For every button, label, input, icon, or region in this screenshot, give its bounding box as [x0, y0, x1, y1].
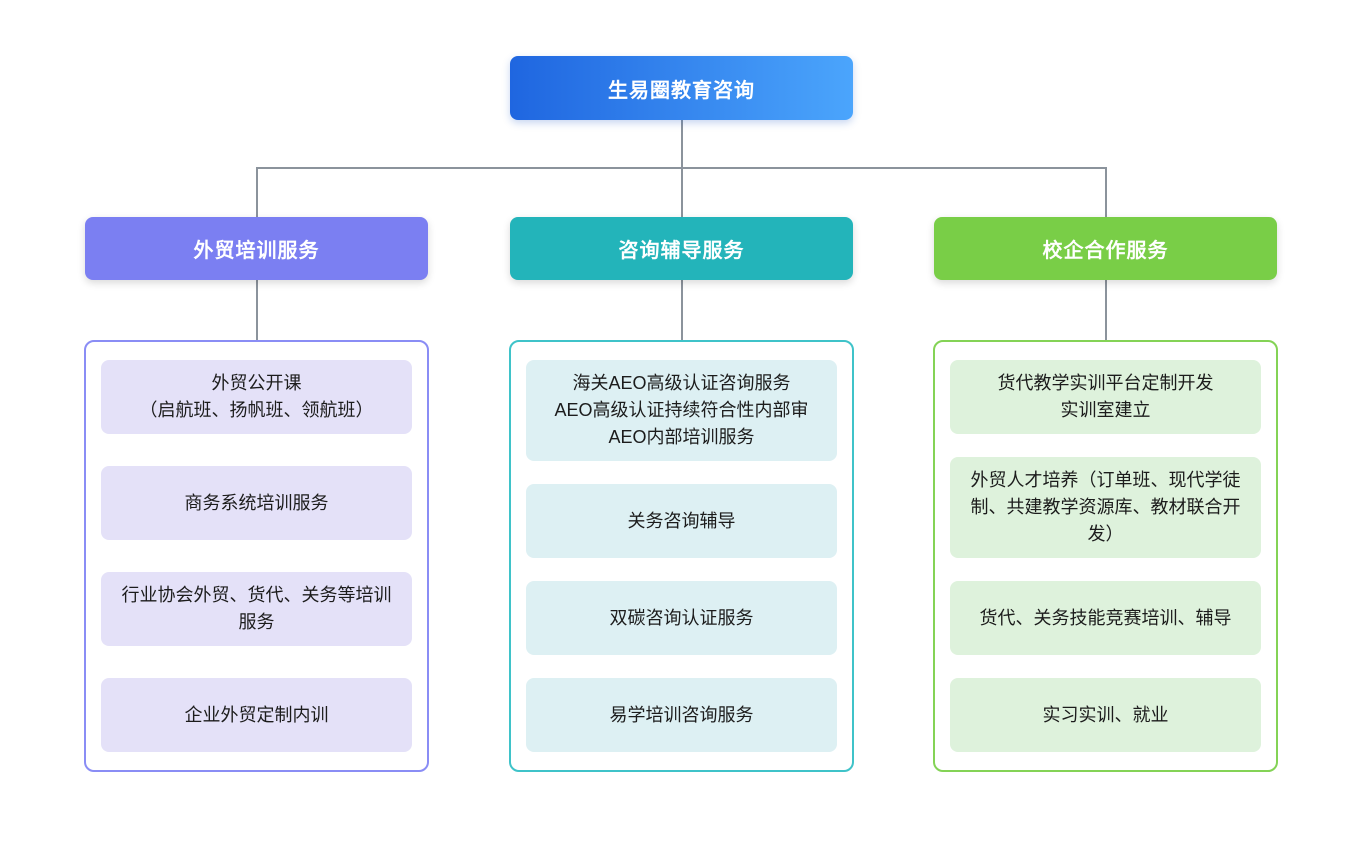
service-item: 外贸人才培养（订单班、现代学徒制、共建教学资源库、教材联合开发） — [950, 457, 1261, 558]
branch-header-consulting-coaching: 咨询辅导服务 — [510, 217, 853, 280]
connector-header-box-1 — [256, 280, 258, 340]
branch-box-consulting-coaching: 海关AEO高级认证咨询服务 AEO高级认证持续符合性内部审 AEO内部培训服务 … — [509, 340, 854, 772]
service-item: 商务系统培训服务 — [101, 466, 412, 540]
service-item: 实习实训、就业 — [950, 678, 1261, 752]
service-item: 企业外贸定制内训 — [101, 678, 412, 752]
branch-header-foreign-trade-training: 外贸培训服务 — [85, 217, 428, 280]
branch-header-school-enterprise: 校企合作服务 — [934, 217, 1277, 280]
root-node: 生易圈教育咨询 — [510, 56, 853, 120]
connector-drop-branch-1 — [256, 167, 258, 217]
service-item: 货代教学实训平台定制开发 实训室建立 — [950, 360, 1261, 434]
connector-root-down — [681, 120, 683, 168]
branch-box-school-enterprise: 货代教学实训平台定制开发 实训室建立 外贸人才培养（订单班、现代学徒制、共建教学… — [933, 340, 1278, 772]
connector-drop-branch-3 — [1105, 167, 1107, 217]
service-item: 行业协会外贸、货代、关务等培训服务 — [101, 572, 412, 646]
service-item: 关务咨询辅导 — [526, 484, 837, 558]
connector-header-box-2 — [681, 280, 683, 340]
connector-header-box-3 — [1105, 280, 1107, 340]
branch-header-label: 外贸培训服务 — [193, 240, 320, 262]
branch-box-foreign-trade-training: 外贸公开课 （启航班、扬帆班、领航班） 商务系统培训服务 行业协会外贸、货代、关… — [84, 340, 429, 772]
connector-drop-branch-2 — [681, 167, 683, 217]
service-item: 易学培训咨询服务 — [526, 678, 837, 752]
service-item: 外贸公开课 （启航班、扬帆班、领航班） — [101, 360, 412, 434]
branch-header-label: 校企合作服务 — [1042, 240, 1169, 262]
branch-header-label: 咨询辅导服务 — [618, 240, 745, 262]
service-item: 海关AEO高级认证咨询服务 AEO高级认证持续符合性内部审 AEO内部培训服务 — [526, 360, 837, 461]
service-item: 货代、关务技能竞赛培训、辅导 — [950, 581, 1261, 655]
root-node-label: 生易圈教育咨询 — [608, 79, 755, 102]
service-item: 双碳咨询认证服务 — [526, 581, 837, 655]
